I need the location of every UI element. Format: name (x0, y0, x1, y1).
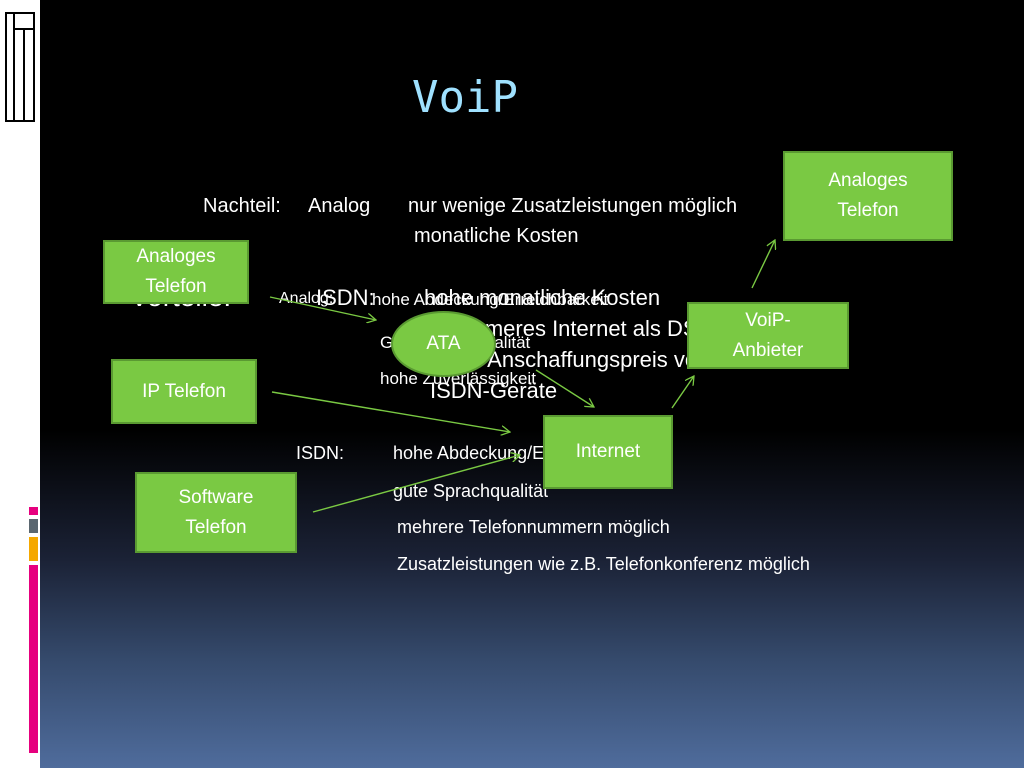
internet-box: Internet (543, 415, 673, 489)
internet-label: Internet (575, 441, 641, 462)
nachteil-isdn-label: ISDN: (316, 285, 375, 310)
analog-phone-left-label: Analoges Telefon (136, 246, 216, 297)
arrow-analog-to-ata (269, 296, 376, 320)
analog-phone-right-label: Analoges Telefon (828, 170, 908, 221)
vorteile-isdn-label: ISDN: (296, 443, 345, 463)
nachteil-label: Nachteil: (203, 195, 281, 217)
ata-ellipse: ATA (391, 311, 496, 377)
vorteile-isdn-point: mehrere Telefonnummern möglich (397, 517, 670, 537)
arrow-voip-to-analog (751, 240, 775, 289)
arrow-internet-to-voip (671, 376, 694, 409)
vorteile-isdn-point: Zusatzleistungen wie z.B. Telefonkonfere… (397, 554, 810, 574)
arrow-ip-to-internet (271, 391, 510, 432)
analog-phone-right-box: Analoges Telefon (783, 151, 953, 241)
arrow-ata-to-internet (535, 369, 594, 407)
voip-provider-label: VoiP- Anbieter (732, 309, 804, 361)
software-phone-label: Software Telefon (178, 486, 254, 538)
voip-provider-box: VoiP- Anbieter (687, 302, 849, 369)
deco-bar-1 (29, 507, 38, 515)
arrow-software-to-internet (312, 455, 520, 513)
nachteil-analog-point: monatliche Kosten (414, 225, 579, 247)
analog-phone-left-box: Analoges Telefon (103, 240, 249, 304)
vorteile-analog-point: hohe Zuverlässigkeit (380, 369, 536, 388)
ata-label: ATA (426, 333, 461, 354)
deco-bar-3 (29, 537, 38, 561)
software-phone-box: Software Telefon (135, 472, 297, 553)
deco-bar-4 (29, 565, 38, 753)
nachteil-analog-point: nur wenige Zusatzleistungen möglich (408, 195, 738, 217)
nachteil-analog-label: Analog (308, 195, 371, 217)
slide-title: VoiP (412, 72, 518, 123)
deco-bar-2 (29, 519, 38, 533)
nachteil-isdn-point: ISDN-Geräte (430, 378, 558, 403)
vorteile-isdn-point: gute Sprachqualität (393, 481, 549, 501)
nachteil-isdn-point: hohe monatliche Kosten (424, 285, 661, 310)
vorteile-analog-point: hohe Abdeckung/Erreichbarkeit (372, 290, 609, 309)
ip-phone-label: IP Telefon (142, 380, 226, 402)
ip-phone-box: IP Telefon (111, 359, 257, 424)
slide-icon (5, 12, 35, 122)
